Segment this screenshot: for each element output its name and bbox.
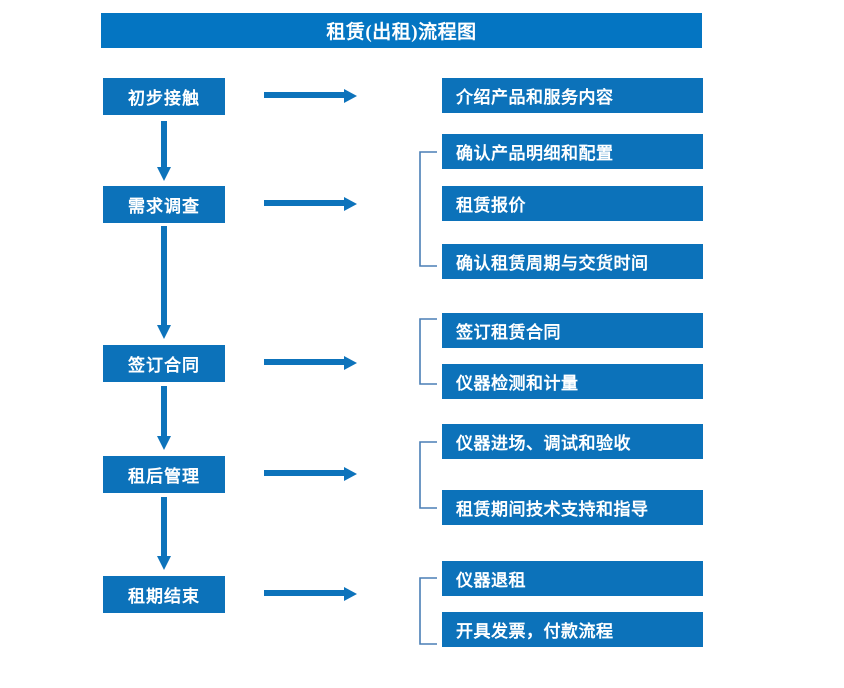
detail-box-8[interactable]: 租赁期间技术支持和指导 [442,490,703,525]
group-bracket-2 [419,318,438,385]
stage-box-3[interactable]: 签订合同 [103,345,225,382]
detail-box-1[interactable]: 介绍产品和服务内容 [442,78,703,113]
page-title: 租赁(出租)流程图 [101,13,702,48]
group-bracket-3 [419,441,438,509]
stage-box-4[interactable]: 租后管理 [103,456,225,493]
detail-box-4[interactable]: 确认租赁周期与交货时间 [442,244,703,279]
horizontal-arrow-1 [264,87,358,105]
detail-box-6[interactable]: 仪器检测和计量 [442,364,703,399]
horizontal-arrow-3 [264,354,358,372]
group-bracket-1 [419,151,438,267]
vertical-arrow-1 [155,121,173,183]
vertical-arrow-3 [155,386,173,452]
stage-box-5[interactable]: 租期结束 [103,576,225,613]
detail-box-5[interactable]: 签订租赁合同 [442,313,703,348]
horizontal-arrow-2 [264,195,358,213]
stage-box-1[interactable]: 初步接触 [103,78,225,115]
vertical-arrow-4 [155,497,173,572]
stage-box-2[interactable]: 需求调查 [103,186,225,223]
detail-box-7[interactable]: 仪器进场、调试和验收 [442,424,703,459]
detail-box-2[interactable]: 确认产品明细和配置 [442,134,703,169]
horizontal-arrow-5 [264,585,358,603]
horizontal-arrow-4 [264,465,358,483]
detail-box-3[interactable]: 租赁报价 [442,186,703,221]
detail-box-10[interactable]: 开具发票，付款流程 [442,612,703,647]
vertical-arrow-2 [155,226,173,341]
group-bracket-4 [419,577,438,645]
detail-box-9[interactable]: 仪器退租 [442,561,703,596]
